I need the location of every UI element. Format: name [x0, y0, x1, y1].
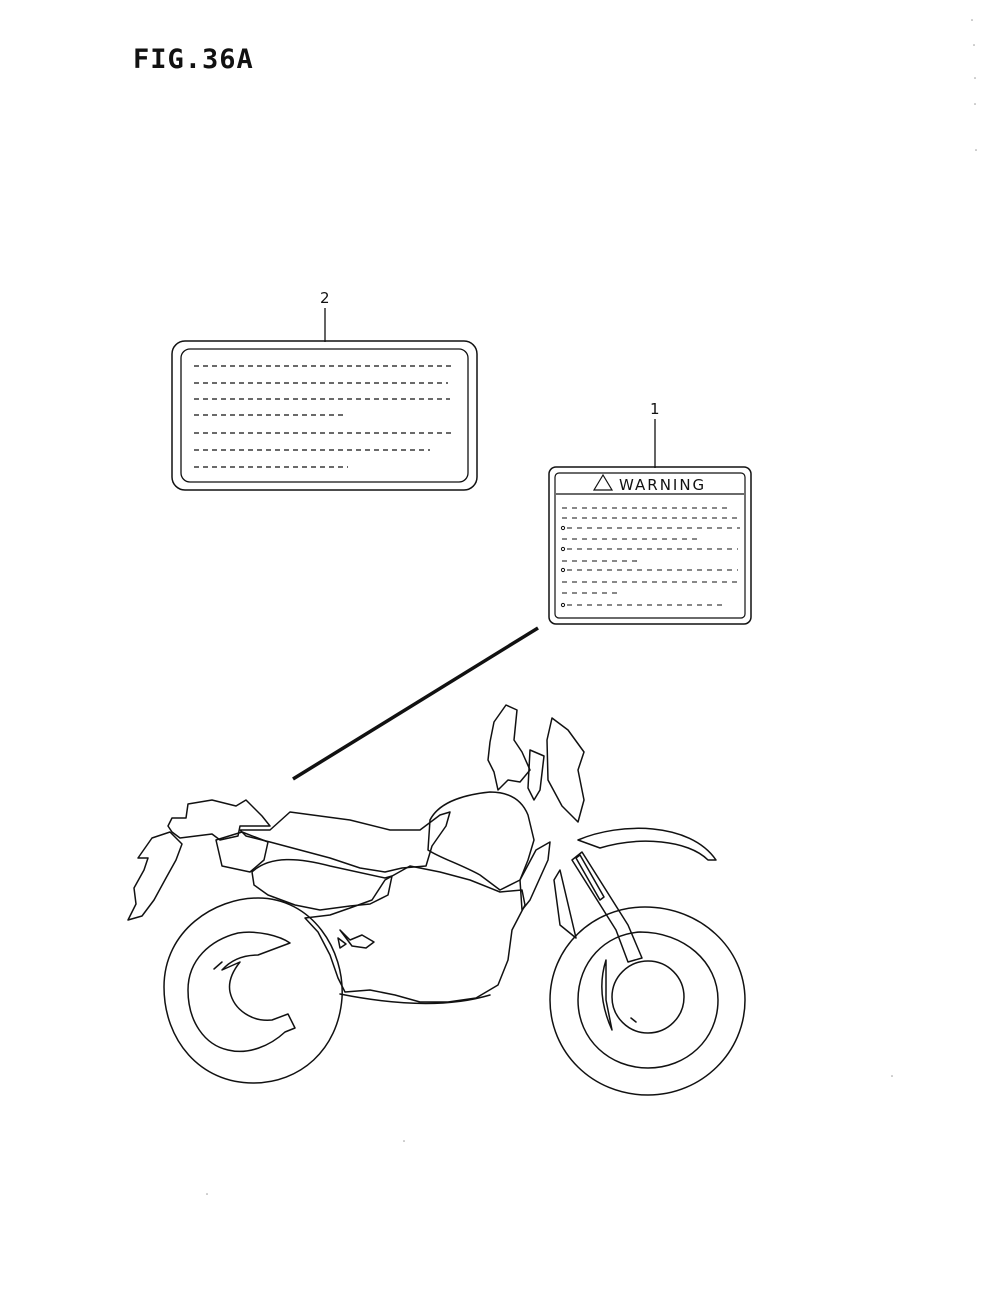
side-panel: [251, 858, 393, 911]
rear-wheel: [163, 897, 343, 1084]
front-wheel: [549, 906, 746, 1096]
foot-peg: [339, 929, 375, 949]
part-1-warning-label[interactable]: 1 WARNING: [548, 400, 752, 625]
rear-fender: [167, 799, 271, 841]
part-2-label-inner-border: [180, 348, 469, 483]
figure-title: FIG.36A: [133, 44, 254, 75]
part-2-callout-number: 2: [320, 289, 330, 307]
warning-triangle-icon: [592, 473, 614, 491]
part-2-text-lines: [194, 365, 452, 468]
seat: [239, 811, 451, 873]
front-fork: [553, 851, 643, 963]
part-2-label-outer-border: [171, 340, 478, 491]
scan-specks: [206, 19, 977, 1195]
part-2-label[interactable]: 2: [171, 289, 478, 491]
part-1-bullet-dots: [560, 525, 566, 608]
air-box: [215, 831, 269, 873]
part-1-label-inner-border: [554, 472, 746, 619]
handlebar-clamp: [527, 749, 545, 801]
part-1-label-outer-border: [548, 466, 752, 625]
radiator-shroud: [519, 841, 551, 911]
part-1-callout-number: 1: [650, 400, 660, 418]
side-stand: [337, 937, 347, 949]
engine-frame: [304, 865, 526, 1003]
warning-heading: WARNING: [619, 476, 706, 494]
front-fender: [577, 827, 717, 861]
motorcycle-outline: [127, 704, 746, 1096]
fuel-tank: [427, 791, 535, 891]
headlight-cowl: [546, 717, 585, 823]
warning-label-location-leader: [292, 626, 539, 781]
skid-plate: [339, 993, 491, 1005]
tail-light-mud-flap: [127, 831, 183, 921]
handlebar-controls: [487, 704, 531, 791]
part-1-text-lines: [562, 507, 740, 606]
